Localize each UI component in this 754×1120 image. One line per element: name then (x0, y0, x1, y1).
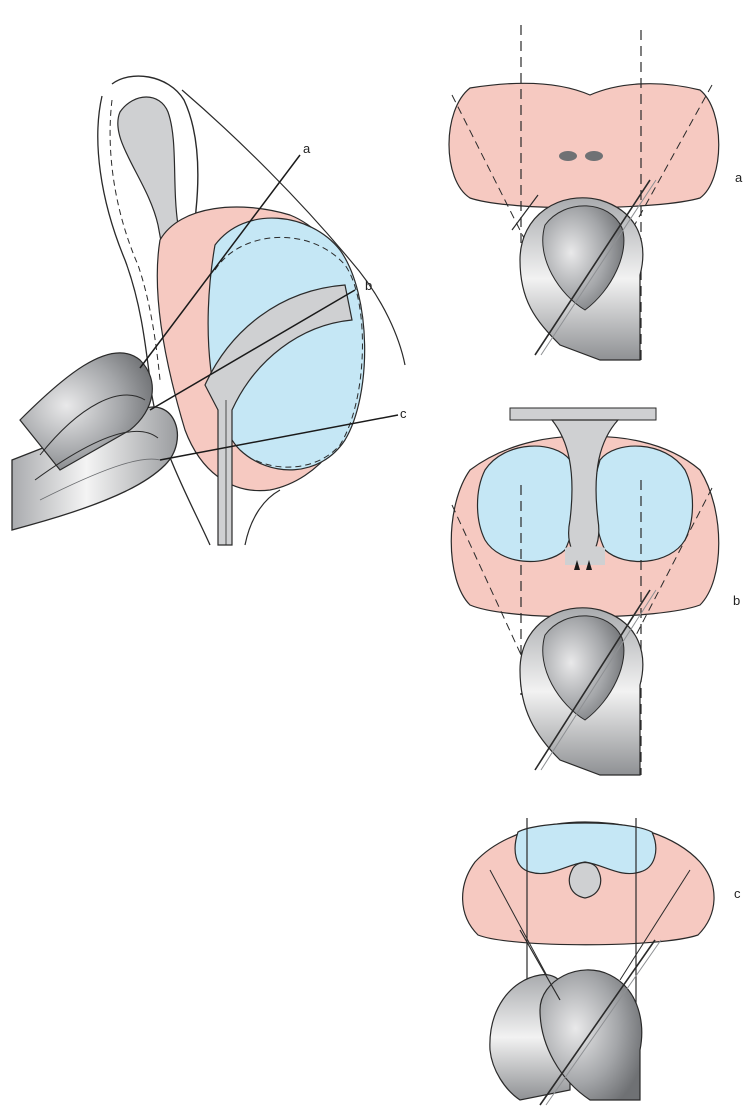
sagittal-label-c: c (400, 406, 407, 421)
sagittal-view: a b c (12, 76, 407, 545)
urethra-spot-left (559, 151, 577, 161)
right-lobe-blue (595, 446, 693, 561)
urethra-c (569, 863, 600, 899)
panel-label-b: b (733, 593, 740, 608)
probe-transverse-b (520, 590, 656, 775)
transverse-panel-b: b (451, 408, 740, 775)
panel-label-a: a (735, 170, 743, 185)
transverse-panel-a: a (449, 25, 743, 360)
urethra-spot-right (585, 151, 603, 161)
bladder-bar (510, 408, 656, 420)
left-lobe-blue (478, 446, 576, 561)
lower-contour (245, 490, 280, 545)
ultrasound-probe-sagittal (12, 353, 177, 530)
transverse-panel-c: c (463, 818, 741, 1105)
sagittal-label-a: a (303, 141, 311, 156)
panel-label-c: c (734, 886, 741, 901)
sagittal-label-b: b (365, 278, 372, 293)
funnel-lower (565, 546, 605, 565)
